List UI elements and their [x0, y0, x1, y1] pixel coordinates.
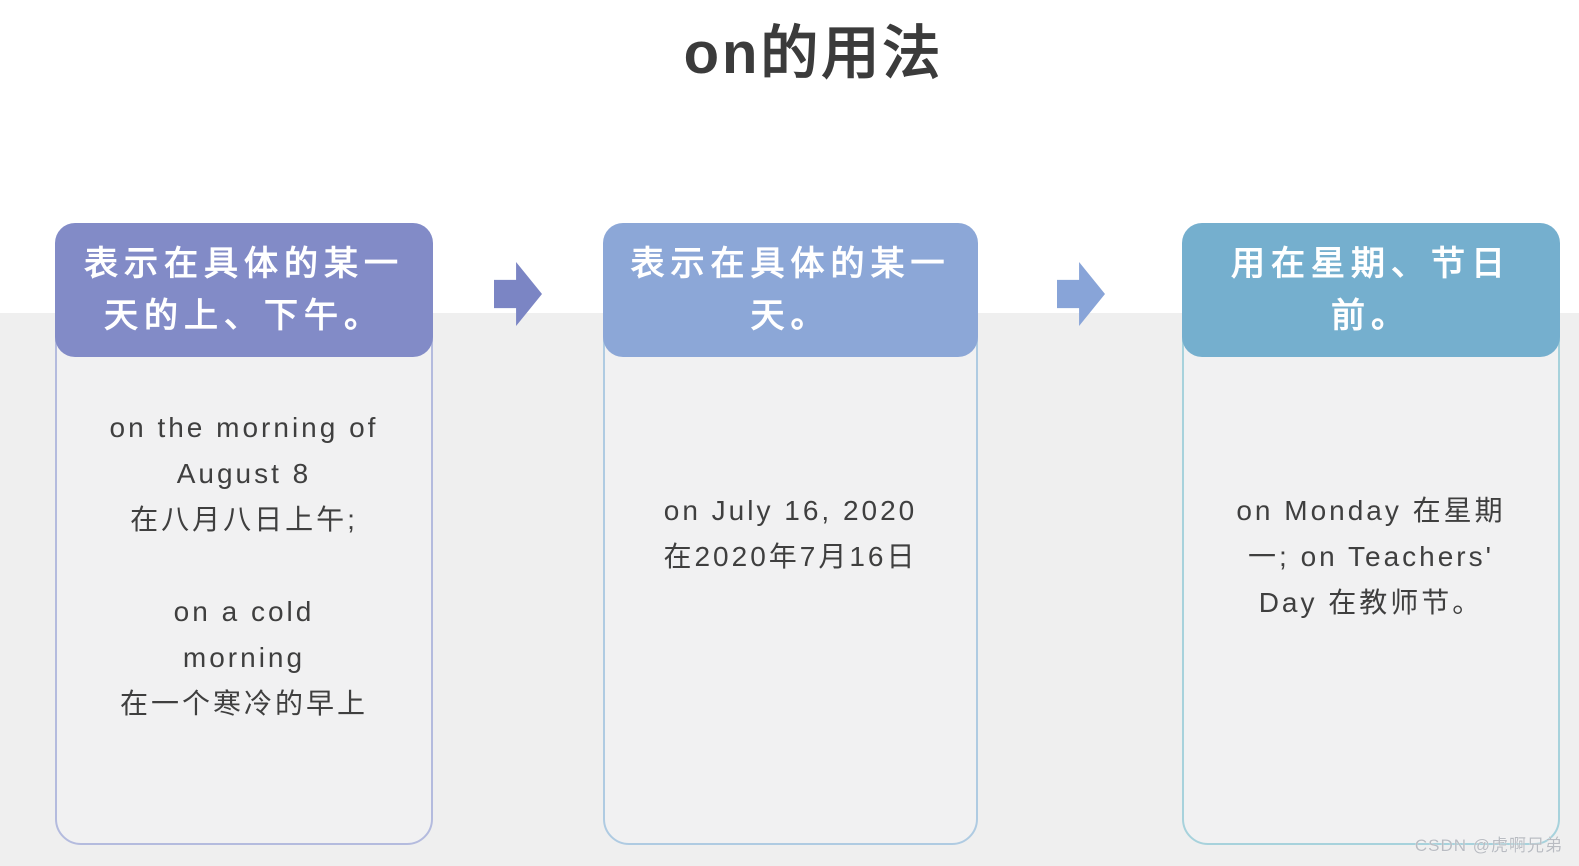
card-3-body-line: on Monday 在星期 [1236, 495, 1506, 526]
page-title: on的用法 [683, 21, 944, 86]
card-2-body: on July 16, 2020 在2020年7月16日 [603, 337, 978, 845]
card-2-body-line: 在2020年7月16日 [663, 541, 918, 572]
card-1-body-line: August 8 [176, 458, 312, 489]
card-2-header-line: 天。 [750, 297, 831, 335]
card-1-body-line: morning [182, 642, 306, 673]
card-3-header-line: 前。 [1331, 297, 1411, 335]
card-1-body: on the morning of August 8 在八月八日上午; on a… [55, 337, 433, 845]
watermark: CSDN @虎啊兄弟 [1414, 836, 1563, 855]
usage-card-1: 表示在具体的某一 天的上、下午。 on the morning of Augus… [55, 223, 433, 845]
card-2-body-line: on July 16, 2020 [663, 495, 918, 526]
card-3-body-line: 一; on Teachers' [1248, 541, 1494, 572]
card-3-header: 用在星期、节日 前。 [1182, 223, 1560, 357]
card-1-body-line: 在八月八日上午; [130, 504, 358, 535]
card-3-header-line: 用在星期、节日 [1231, 245, 1511, 283]
card-3-body-line: Day 在教师节。 [1258, 587, 1484, 618]
card-1-body-line: on the morning of [109, 412, 379, 443]
usage-card-2: 表示在具体的某一 天。 on July 16, 2020 在2020年7月16日 [603, 223, 978, 845]
card-1-body-line [57, 543, 431, 589]
card-1-header: 表示在具体的某一 天的上、下午。 [55, 223, 433, 357]
card-1-header-line: 表示在具体的某一 [84, 245, 404, 283]
card-1-header-line: 天的上、下午。 [104, 297, 384, 335]
card-1-body-line: on a cold [173, 596, 315, 627]
card-1-body-line: 在一个寒冷的早上 [119, 688, 368, 719]
usage-card-3: 用在星期、节日 前。 on Monday 在星期 一; on Teachers'… [1182, 223, 1560, 845]
card-2-header: 表示在具体的某一 天。 [603, 223, 978, 357]
card-2-header-line: 表示在具体的某一 [630, 245, 951, 283]
card-3-body: on Monday 在星期 一; on Teachers' Day 在教师节。 [1182, 337, 1560, 845]
